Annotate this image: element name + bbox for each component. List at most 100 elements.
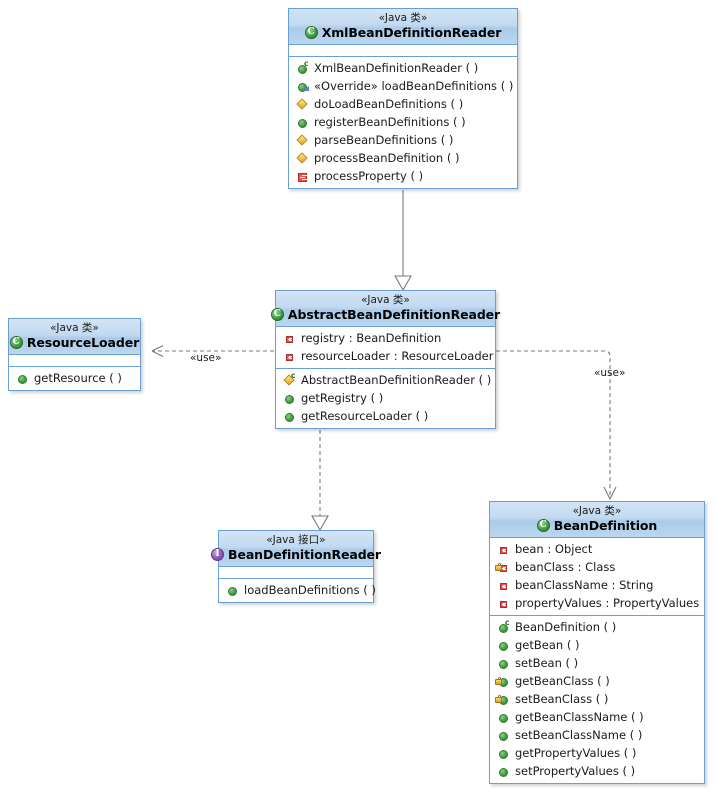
method-label: getBeanClassName ( ) — [515, 710, 644, 724]
connector-abstract-uses-beandefinition[interactable] — [496, 350, 617, 500]
field-label: bean : Object — [515, 542, 593, 556]
method-row[interactable]: «Override» loadBeanDefinitions ( ) — [289, 77, 517, 95]
method-row[interactable]: getResource ( ) — [9, 369, 140, 387]
method-label: setPropertyValues ( ) — [515, 764, 636, 778]
method-row[interactable]: getBeanClassName ( ) — [490, 708, 704, 726]
connector-abstract-uses-resourceloader[interactable] — [151, 345, 274, 357]
method-row[interactable]: getBean ( ) — [490, 636, 704, 654]
public-method-icon — [497, 765, 510, 778]
method-row[interactable]: setBeanClassName ( ) — [490, 726, 704, 744]
class-header: «Java 类» C XmlBeanDefinitionReader — [289, 9, 517, 45]
class-name: ResourceLoader — [26, 335, 140, 350]
method-label: processProperty ( ) — [314, 169, 424, 183]
class-stereotype: «Java 类» — [50, 322, 99, 334]
method-row[interactable]: setBeanClass ( ) — [490, 690, 704, 708]
interface-stereotype: «Java 接口» — [266, 534, 326, 546]
connector-abstract-implements-reader[interactable] — [311, 423, 329, 532]
attributes-compartment: bean : Object beanClass : Class beanClas… — [490, 538, 704, 615]
class-box-beandefinition[interactable]: «Java 类» C BeanDefinition bean : Object … — [489, 501, 705, 784]
field-row[interactable]: registry : BeanDefinition — [276, 329, 495, 347]
field-label: beanClassName : String — [515, 578, 654, 592]
method-row[interactable]: getBeanClass ( ) — [490, 672, 704, 690]
public-method-icon — [497, 729, 510, 742]
empty-attributes-compartment — [219, 567, 373, 579]
class-box-abstractbeandefinitionreader[interactable]: «Java 类» C AbstractBeanDefinitionReader … — [270, 290, 500, 429]
method-row[interactable]: loadBeanDefinitions ( ) — [219, 581, 376, 599]
private-field-icon — [497, 597, 510, 610]
class-box-resourceloader[interactable]: «Java 类» C ResourceLoader getResource ( … — [8, 318, 141, 391]
field-row[interactable]: propertyValues : PropertyValues — [490, 594, 704, 612]
public-method-icon — [283, 392, 296, 405]
public-method-locked-icon — [495, 675, 510, 688]
methods-compartment: c BeanDefinition ( ) getBean ( ) setBean… — [490, 615, 704, 783]
method-row[interactable]: setPropertyValues ( ) — [490, 762, 704, 780]
protected-method-icon — [295, 134, 309, 147]
method-label: parseBeanDefinitions ( ) — [314, 133, 454, 147]
method-row[interactable]: parseBeanDefinitions ( ) — [289, 131, 517, 149]
java-class-icon: C — [536, 519, 550, 532]
method-row[interactable]: processProperty ( ) — [289, 167, 517, 185]
method-label: BeanDefinition ( ) — [515, 620, 617, 634]
public-constructor-icon: c — [497, 618, 510, 634]
field-row[interactable]: resourceLoader : ResourceLoader — [276, 347, 495, 365]
class-name: AbstractBeanDefinitionReader — [287, 307, 501, 322]
class-stereotype: «Java 类» — [361, 294, 410, 306]
method-label: setBeanClassName ( ) — [515, 728, 643, 742]
method-row[interactable]: getRegistry ( ) — [276, 389, 495, 407]
public-constructor-icon: c — [296, 59, 309, 75]
methods-compartment: c XmlBeanDefinitionReader ( ) «Override»… — [289, 57, 517, 188]
method-label: getBeanClass ( ) — [515, 674, 610, 688]
method-row[interactable]: getPropertyValues ( ) — [490, 744, 704, 762]
method-row[interactable]: doLoadBeanDefinitions ( ) — [289, 95, 517, 113]
public-method-icon — [296, 116, 309, 129]
interface-box-beandefinitionreader[interactable]: «Java 接口» I BeanDefinitionReader loadBea… — [211, 530, 381, 603]
private-field-icon — [497, 579, 510, 592]
private-field-icon — [283, 350, 296, 363]
class-name: BeanDefinition — [553, 518, 658, 533]
java-class-icon: C — [304, 26, 318, 39]
field-row[interactable]: beanClass : Class — [490, 558, 704, 576]
method-row[interactable]: c XmlBeanDefinitionReader ( ) — [289, 59, 517, 77]
method-label: getResourceLoader ( ) — [301, 409, 429, 423]
class-name: XmlBeanDefinitionReader — [321, 25, 502, 40]
public-method-icon — [226, 584, 239, 597]
method-label: getPropertyValues ( ) — [515, 746, 637, 760]
java-class-icon: C — [9, 336, 23, 349]
class-box-xmlbeandefinitionreader[interactable]: «Java 类» C XmlBeanDefinitionReader c Xml… — [288, 8, 518, 189]
private-field-icon — [497, 543, 510, 556]
attributes-compartment: registry : BeanDefinition resourceLoader… — [276, 327, 495, 368]
public-method-icon — [283, 410, 296, 423]
public-method-locked-icon — [495, 693, 510, 706]
public-method-icon — [16, 372, 29, 385]
method-row[interactable]: setBean ( ) — [490, 654, 704, 672]
method-row[interactable]: registerBeanDefinitions ( ) — [289, 113, 517, 131]
field-row[interactable]: beanClassName : String — [490, 576, 704, 594]
method-row[interactable]: c AbstractBeanDefinitionReader ( ) — [276, 371, 495, 389]
protected-method-icon — [295, 152, 309, 165]
method-label: getResource ( ) — [34, 371, 122, 385]
java-interface-icon: I — [211, 548, 225, 561]
interface-name: BeanDefinitionReader — [228, 547, 381, 562]
field-row[interactable]: bean : Object — [490, 540, 704, 558]
methods-compartment: loadBeanDefinitions ( ) — [219, 579, 376, 602]
methods-compartment: getResource ( ) — [9, 367, 140, 390]
public-override-method-icon — [296, 80, 309, 93]
protected-constructor-icon: c — [282, 371, 296, 387]
class-header: «Java 类» C AbstractBeanDefinitionReader — [270, 291, 500, 327]
private-field-icon — [283, 332, 296, 345]
empty-attributes-compartment — [9, 355, 140, 367]
method-row[interactable]: getResourceLoader ( ) — [276, 407, 495, 425]
empty-attributes-compartment — [289, 45, 517, 57]
connector-xml-extends-abstract[interactable] — [394, 190, 412, 292]
public-method-icon — [497, 747, 510, 760]
method-row[interactable]: c BeanDefinition ( ) — [490, 618, 704, 636]
public-method-icon — [497, 711, 510, 724]
class-stereotype: «Java 类» — [572, 505, 622, 517]
method-label: registerBeanDefinitions ( ) — [314, 115, 466, 129]
edge-label-use-left: «use» — [190, 352, 222, 364]
method-row[interactable]: processBeanDefinition ( ) — [289, 149, 517, 167]
method-label: loadBeanDefinitions ( ) — [244, 583, 376, 597]
method-label: getRegistry ( ) — [301, 391, 384, 405]
interface-header: «Java 接口» I BeanDefinitionReader — [211, 531, 381, 567]
